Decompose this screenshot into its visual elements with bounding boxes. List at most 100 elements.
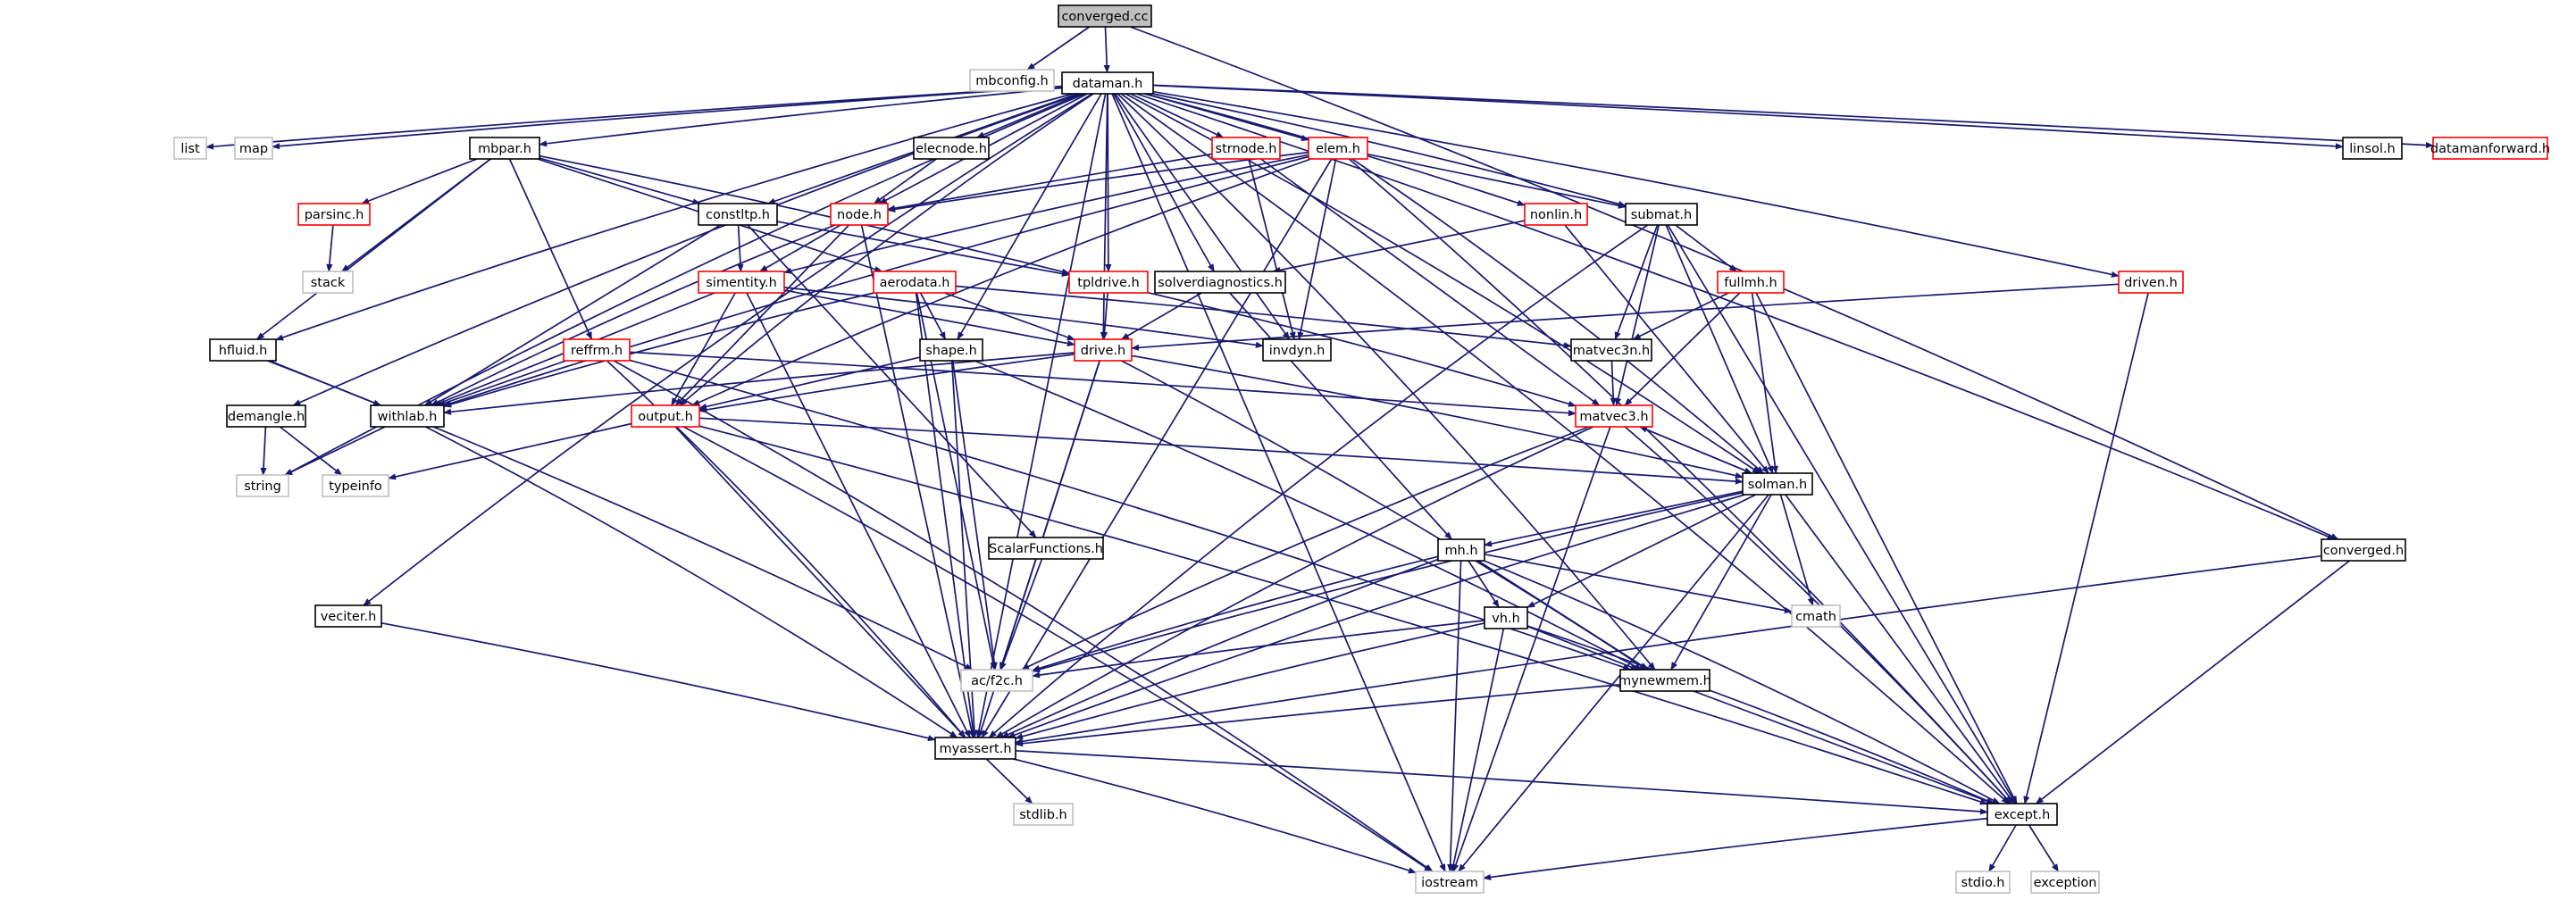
node-stdlib: stdlib.h <box>1013 803 1074 826</box>
node-matvec3n[interactable]: matvec3n.h <box>1570 338 1652 362</box>
edge-mh-to-except <box>1484 560 2001 804</box>
node-box-mbconfig <box>969 69 1055 92</box>
node-output[interactable]: output.h <box>631 404 700 428</box>
node-box-drive <box>1074 338 1133 362</box>
node-label-myassert: myassert.h <box>939 742 1011 756</box>
edge-dataman-to-converged_h <box>1136 93 2336 540</box>
node-drive[interactable]: drive.h <box>1074 338 1133 362</box>
node-label-solverdiagnostics: solverdiagnostics.h <box>1158 276 1283 290</box>
edge-strnode-to-matvec3 <box>1259 158 1601 406</box>
edge-mbpar-to-hfluid <box>255 158 491 340</box>
edge-nonlin-to-solman <box>1564 224 1769 474</box>
edge-dataman-to-hfluid <box>275 93 1074 341</box>
node-label-simentity: simentity.h <box>706 276 777 290</box>
node-myassert[interactable]: myassert.h <box>934 737 1016 760</box>
node-matvec3[interactable]: matvec3.h <box>1575 404 1653 428</box>
node-converged_h[interactable]: converged.h <box>2321 538 2406 562</box>
node-elem[interactable]: elem.h <box>1308 137 1368 160</box>
edge-solman-to-vh <box>1526 494 1757 608</box>
edge-constltp-to-simentity <box>737 224 744 272</box>
node-linsol[interactable]: linsol.h <box>2342 137 2403 160</box>
edge-mh-to-myassert <box>1000 558 1439 738</box>
edge-matvec3-to-acf2c <box>1021 426 1590 671</box>
node-reffrm[interactable]: reffrm.h <box>563 338 631 362</box>
edge-constltp-to-scalarfunctions <box>747 224 1037 538</box>
edge-mbpar-to-constltp <box>539 157 701 205</box>
node-constltp[interactable]: constltp.h <box>698 203 778 226</box>
node-box-matvec3 <box>1575 404 1653 428</box>
node-box-converged_cc <box>1058 4 1152 28</box>
node-tpldrive[interactable]: tpldrive.h <box>1068 271 1149 294</box>
edge-vh-to-myassert <box>1015 622 1485 740</box>
node-simentity[interactable]: simentity.h <box>698 271 785 294</box>
node-label-invdyn: invdyn.h <box>1269 344 1326 358</box>
node-mynewmem[interactable]: mynewmem.h <box>1618 669 1711 692</box>
node-dataman[interactable]: dataman.h <box>1061 71 1154 95</box>
edge-node-to-simentity <box>759 224 841 272</box>
edge-strnode-to-node <box>887 153 1213 212</box>
edge-demangle-to-typeinfo <box>279 426 343 476</box>
edge-reffrm-to-withlab <box>437 360 566 406</box>
node-parsinc[interactable]: parsinc.h <box>297 203 371 226</box>
node-invdyn[interactable]: invdyn.h <box>1262 338 1332 362</box>
edge-submat-to-matvec3n <box>1614 224 1659 340</box>
node-hfluid[interactable]: hfluid.h <box>209 338 277 362</box>
node-stdio: stdio.h <box>1955 871 2011 894</box>
edge-dataman-to-elecnode <box>975 93 1083 138</box>
node-nonlin[interactable]: nonlin.h <box>1524 203 1588 226</box>
edge-tpldrive-to-drive <box>1100 292 1108 340</box>
node-label-aerodata: aerodata.h <box>880 276 950 290</box>
node-strnode[interactable]: strnode.h <box>1211 137 1281 160</box>
node-fullmh[interactable]: fullmh.h <box>1717 271 1785 294</box>
edge-mh-to-cmath <box>1484 553 1793 614</box>
node-demangle[interactable]: demangle.h <box>226 404 306 428</box>
edge-solman-to-cmath <box>1779 494 1814 606</box>
node-typeinfo: typeinfo <box>322 474 389 497</box>
edge-dataman-to-submat <box>1152 93 1627 207</box>
node-datamanforward[interactable]: datamanforward.h <box>2430 137 2550 160</box>
edge-except-to-iostream <box>1483 817 1988 881</box>
edge-fullmh-to-except <box>1755 292 2018 804</box>
edge-shape-to-mynewmem <box>974 360 1643 671</box>
node-stack: stack <box>302 271 354 294</box>
node-label-datamanforward: datamanforward.h <box>2430 142 2550 156</box>
node-elecnode[interactable]: elecnode.h <box>913 137 990 160</box>
node-box-datamanforward <box>2432 137 2548 160</box>
edge-node-to-output <box>674 224 850 406</box>
edge-output-to-typeinfo <box>388 422 632 480</box>
edge-myassert-to-stdlib <box>985 758 1033 804</box>
edge-fullmh-to-matvec3n <box>1632 292 1729 340</box>
node-label-mbpar: mbpar.h <box>478 142 531 156</box>
edge-driven-to-drive <box>1131 283 2120 351</box>
edge-submat-to-matvec3 <box>1615 224 1660 406</box>
node-withlab[interactable]: withlab.h <box>370 404 445 428</box>
node-shape[interactable]: shape.h <box>919 338 983 362</box>
node-veciter[interactable]: veciter.h <box>314 604 382 628</box>
edge-withlab-to-string <box>284 426 386 476</box>
edge-dataman-to-invdyn <box>1114 93 1291 340</box>
node-driven[interactable]: driven.h <box>2118 271 2184 294</box>
node-solman[interactable]: solman.h <box>1742 472 1813 496</box>
node-label-matvec3: matvec3.h <box>1579 410 1648 424</box>
node-aerodata[interactable]: aerodata.h <box>873 271 957 294</box>
node-vh[interactable]: vh.h <box>1484 606 1528 629</box>
edge-solman-to-myassert <box>1007 494 1745 738</box>
node-box-acf2c <box>960 669 1033 692</box>
node-solverdiagnostics[interactable]: solverdiagnostics.h <box>1154 271 1286 294</box>
node-mbpar[interactable]: mbpar.h <box>469 137 540 160</box>
node-scalarfunctions[interactable]: ScalarFunctions.h <box>988 537 1104 560</box>
node-mh[interactable]: mh.h <box>1437 538 1485 562</box>
node-label-nonlin: nonlin.h <box>1530 208 1582 222</box>
node-node[interactable]: node.h <box>830 203 889 226</box>
edge-mh-to-mynewmem <box>1477 560 1650 671</box>
edge-shape-to-output <box>698 356 921 410</box>
node-except[interactable]: except.h <box>1986 803 2058 826</box>
node-label-fullmh: fullmh.h <box>1724 276 1777 290</box>
edge-dataman-to-map <box>272 86 1063 150</box>
node-submat[interactable]: submat.h <box>1625 203 1698 226</box>
node-converged_cc[interactable]: converged.cc <box>1058 4 1152 28</box>
node-label-shape: shape.h <box>925 344 977 358</box>
node-label-stdlib: stdlib.h <box>1019 808 1067 822</box>
